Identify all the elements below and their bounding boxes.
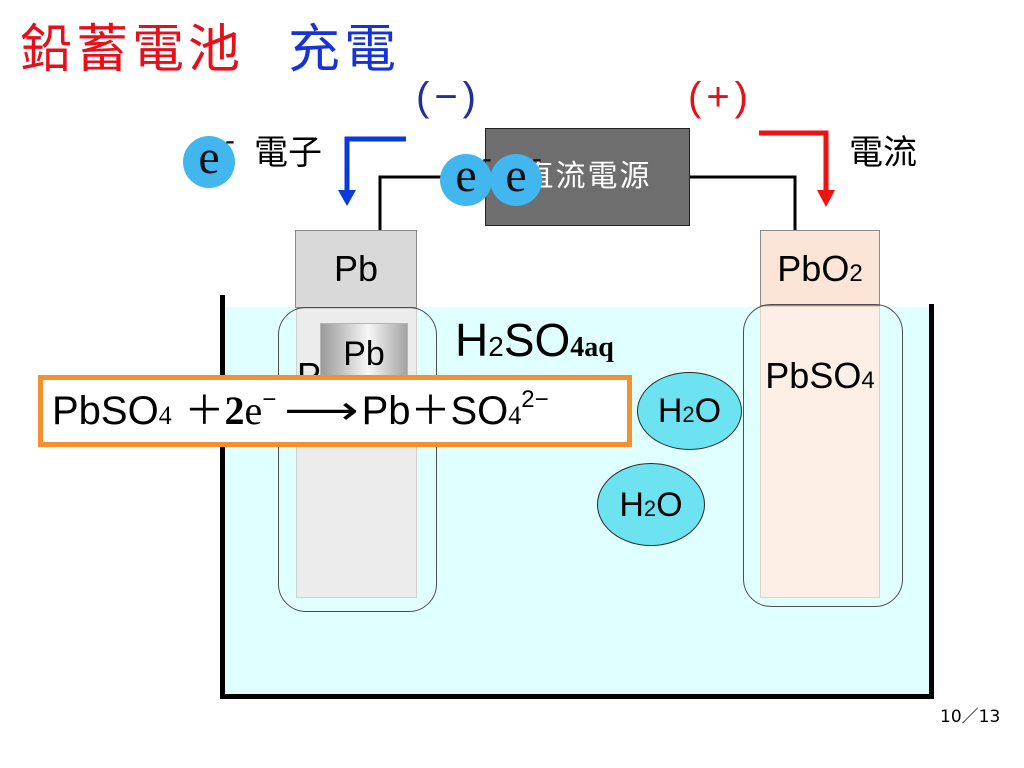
eq-reactant: PbSO — [52, 389, 159, 433]
electron-charge: - — [482, 142, 492, 175]
sulfate-subscript: 4 — [861, 367, 875, 394]
eq-electron: e — [244, 388, 263, 433]
water-subscript: 2 — [643, 495, 657, 521]
electron-letter: e — [198, 131, 220, 184]
water-o: O — [656, 485, 683, 524]
positive-electrode-body — [760, 306, 880, 598]
reaction-equation-box: PbSO4 ＋2e−⟶Pb＋SO42− — [38, 375, 632, 447]
eq-products-charge: 2− — [521, 386, 549, 413]
electron-icon: e - — [490, 144, 542, 206]
electrolyte-h: H — [455, 314, 489, 366]
water-formula: H2O — [658, 394, 721, 428]
electron-letter: e — [505, 149, 527, 202]
negative-electrode-lead-core: Pb — [320, 323, 408, 385]
slide-title-main: 鉛蓄電池 — [20, 20, 245, 80]
electron-icon: e - — [440, 144, 492, 206]
dc-power-source-label: 直流電源 — [523, 159, 652, 194]
electron-flow-arrowhead — [338, 190, 356, 206]
water-o: O — [694, 392, 722, 430]
current-flow-arrowhead — [817, 190, 835, 207]
water-molecule: H2O — [597, 463, 705, 546]
eq-products-subscript: 4 — [508, 401, 522, 430]
negative-terminal-label: (−) — [416, 75, 481, 119]
water-molecule: H2O — [637, 372, 742, 450]
eq-arrow-icon: ⟶ — [284, 388, 359, 434]
water-h: H — [619, 485, 644, 524]
eq-plus: ＋ — [171, 388, 225, 434]
electron-icon: e - — [183, 126, 235, 188]
positive-electrode-outline — [743, 304, 903, 607]
reaction-equation: PbSO4 ＋2e−⟶Pb＋SO42− — [52, 388, 549, 434]
positive-wire — [689, 175, 797, 230]
electrolyte-label: H2SO4aq — [455, 317, 614, 363]
tank-wall-left — [220, 295, 225, 699]
lead-core-label: Pb — [343, 335, 385, 373]
sulfate-formula: PbSO — [765, 355, 862, 396]
positive-terminal-label: (+) — [688, 75, 753, 119]
positive-electrode-label: PbO2 — [760, 251, 880, 287]
electron-flow-arrow-line — [344, 136, 406, 192]
electron-flow-label: 電子 — [254, 133, 322, 173]
electrolyte-so-subscript: 4aq — [570, 332, 614, 363]
water-formula: H2O — [619, 488, 682, 522]
positive-electrode-sulfate-label: PbSO4 — [760, 358, 880, 394]
page-number: 10／13 — [940, 707, 1001, 727]
tank-wall-right — [929, 304, 934, 699]
electron-letter: e — [455, 149, 477, 202]
water-subscript: 2 — [682, 402, 695, 427]
water-h: H — [657, 392, 683, 430]
eq-coefficient: 2 — [224, 388, 245, 433]
positive-electrode-subscript: 2 — [849, 260, 863, 287]
negative-electrode-outline — [278, 307, 437, 612]
electrolyte-h-subscript: 2 — [488, 331, 504, 362]
positive-electrode-top — [760, 230, 880, 306]
current-flow-arrow-line — [759, 130, 829, 192]
electrolyte-so: SO — [503, 314, 571, 366]
positive-electrode-formula: PbO — [777, 248, 850, 289]
slide-title-sub: 充電 — [288, 20, 401, 80]
current-flow-label: 電流 — [849, 133, 917, 173]
negative-electrode-label: Pb — [333, 248, 379, 289]
eq-electron-charge: − — [262, 386, 277, 413]
eq-products: Pb＋SO — [361, 389, 509, 433]
electron-charge: - — [532, 142, 542, 175]
electron-charge: - — [225, 124, 235, 157]
tank-floor — [220, 694, 934, 699]
eq-reactant-subscript: 4 — [158, 401, 172, 430]
